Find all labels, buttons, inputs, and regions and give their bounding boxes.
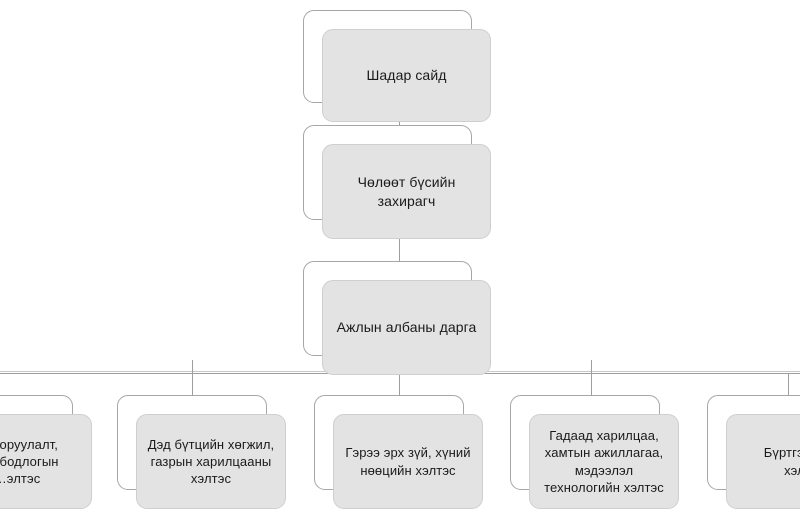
org-node-department-4[interactable]: Гадаад харилцаа, хамтын ажиллагаа, мэдээ…: [510, 395, 679, 509]
connector-bus-to-dept-3: [399, 373, 400, 395]
org-node-shadar-said[interactable]: Шадар сайд: [303, 10, 491, 122]
org-node-department-5[interactable]: Бүртгэл, с… хэл…: [707, 395, 800, 509]
org-node-label: Шадар сайд: [366, 67, 447, 84]
org-node-label: Ажлын албаны дарга: [336, 319, 477, 336]
org-node-label: …э оруулалт, …н бодлогын …элтэс: [0, 436, 59, 487]
connector-bus-to-dept-2: [192, 360, 193, 395]
org-node-card: Ажлын албаны дарга: [322, 280, 491, 375]
org-node-department-1[interactable]: …э оруулалт, …н бодлогын …элтэс: [0, 395, 92, 509]
org-node-label: Гэрээ эрх зүй, хүний нөөцийн хэлтэс: [345, 445, 471, 478]
org-node-label: Дэд бүтцийн хөгжил, газрын харилцааны хэ…: [147, 436, 275, 487]
org-node-card: Чөлөөт бүсийн захирагч: [322, 144, 491, 239]
connector-level2-to-level3: [399, 238, 400, 278]
org-node-choloot-busiin-zakhiragch[interactable]: Чөлөөт бүсийн захирагч: [303, 125, 491, 239]
connector-bus-to-dept-5: [788, 373, 789, 395]
org-node-department-2[interactable]: Дэд бүтцийн хөгжил, газрын харилцааны хэ…: [117, 395, 286, 509]
connector-root-to-level2: [399, 103, 400, 143]
org-node-department-3[interactable]: Гэрээ эрх зүй, хүний нөөцийн хэлтэс: [314, 395, 483, 509]
org-node-label: Чөлөөт бүсийн захирагч: [357, 174, 456, 209]
org-node-card: Бүртгэл, с… хэл…: [726, 414, 800, 509]
org-node-ajliin-albanii-darga[interactable]: Ажлын албаны дарга: [303, 261, 491, 375]
connector-bus-to-dept-4: [591, 360, 592, 395]
org-node-card: …э оруулалт, …н бодлогын …элтэс: [0, 414, 92, 509]
org-node-label: Бүртгэл, с… хэл…: [763, 445, 800, 478]
org-node-card: Гэрээ эрх зүй, хүний нөөцийн хэлтэс: [333, 414, 483, 509]
org-node-card: Гадаад харилцаа, хамтын ажиллагаа, мэдээ…: [529, 414, 679, 509]
org-node-label: Гадаад харилцаа, хамтын ажиллагаа, мэдээ…: [544, 428, 664, 495]
org-node-card: Шадар сайд: [322, 29, 491, 122]
org-node-card: Дэд бүтцийн хөгжил, газрын харилцааны хэ…: [136, 414, 286, 509]
